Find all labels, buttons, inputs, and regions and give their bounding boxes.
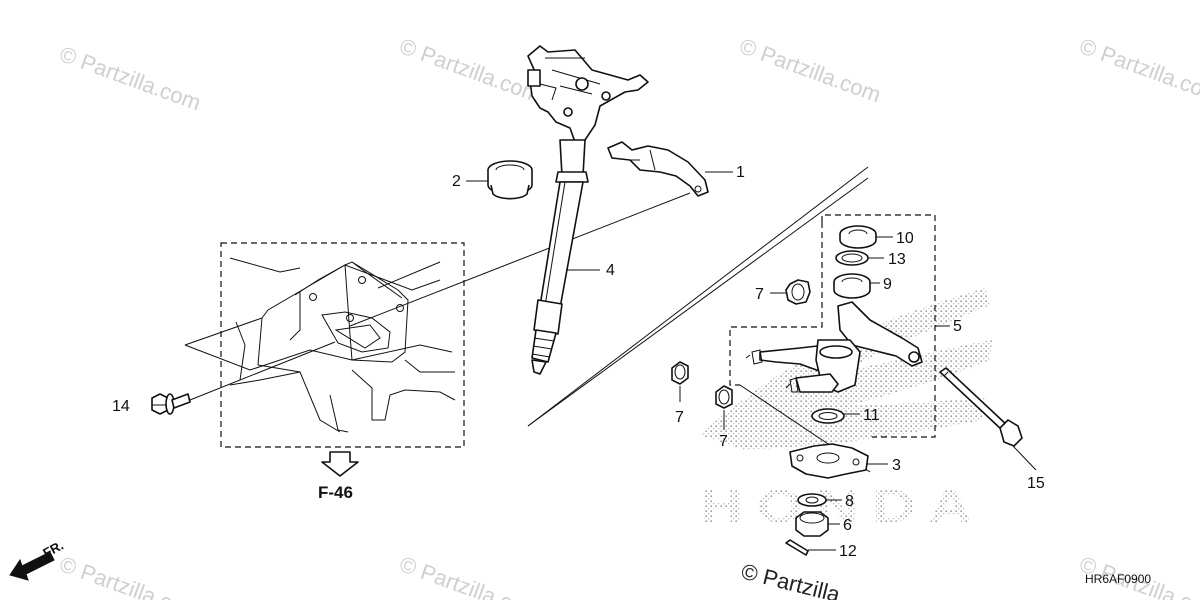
flange-nut-middle[interactable]: [715, 385, 733, 409]
watermark-group: © Partzilla.com © Partzilla.com © Partzi…: [56, 33, 1200, 600]
washer[interactable]: [797, 493, 827, 507]
dust-seal[interactable]: [487, 160, 533, 200]
callout-numbers: 1 2 3 4 5 6 7 7 7 8 9 10 11 12 13 14 15: [112, 164, 1045, 560]
partzilla-brand-mark: © Partzilla: [739, 559, 843, 600]
watermark-text: © Partzilla.com: [396, 551, 544, 600]
frame-reference-group: [184, 242, 465, 448]
callout-9[interactable]: 9: [883, 276, 892, 293]
cotter-pin[interactable]: [785, 539, 809, 556]
callout-8[interactable]: 8: [845, 493, 854, 510]
callout-7[interactable]: 7: [755, 286, 764, 303]
callout-10[interactable]: 10: [896, 230, 914, 247]
long-bolt[interactable]: [939, 367, 1023, 447]
assembly-outline-upper: [821, 214, 936, 438]
flange-nut-upper[interactable]: [785, 279, 811, 305]
watermark-text: © Partzilla.com: [1076, 33, 1200, 107]
flange-bolt[interactable]: [151, 393, 191, 415]
callout-7[interactable]: 7: [719, 433, 728, 450]
callout-13[interactable]: 13: [888, 251, 906, 268]
callout-6[interactable]: 6: [843, 517, 852, 534]
shaft-holder-bracket[interactable]: [607, 141, 709, 197]
callout-leaders: [152, 171, 1037, 551]
seal-ring[interactable]: [835, 250, 869, 266]
steering-arm[interactable]: [745, 301, 923, 393]
lower-seal[interactable]: [811, 408, 845, 424]
callout-7[interactable]: 7: [675, 409, 684, 426]
callout-5[interactable]: 5: [953, 318, 962, 335]
steering-shaft[interactable]: [527, 45, 649, 375]
castle-nut[interactable]: [795, 511, 829, 537]
callout-12[interactable]: 12: [839, 543, 857, 560]
watermark-text: © Partzilla.com: [56, 551, 204, 600]
leader-lines: [179, 166, 871, 473]
watermark-text: © Partzilla.com: [736, 33, 884, 107]
flange-nut-left[interactable]: [671, 361, 689, 385]
bearing-top[interactable]: [839, 225, 877, 249]
callout-1[interactable]: 1: [736, 164, 745, 181]
callout-14[interactable]: 14: [112, 398, 130, 415]
reference-arrow-icon: [321, 451, 359, 477]
frame-reference-box: [220, 242, 465, 448]
watermark-text: © Partzilla.com: [396, 33, 544, 107]
callout-2[interactable]: 2: [452, 173, 461, 190]
assembly-outline-lower: [729, 222, 823, 386]
frame-reference-label[interactable]: F-46: [318, 483, 353, 502]
bearing-lower[interactable]: [833, 273, 871, 299]
callout-3[interactable]: 3: [892, 457, 901, 474]
callout-15[interactable]: 15: [1027, 475, 1045, 492]
callout-4[interactable]: 4: [606, 262, 615, 279]
lower-bracket[interactable]: [789, 443, 869, 479]
watermark-text: © Partzilla.com: [56, 41, 204, 115]
honda-logo-text: HONDA: [700, 480, 985, 532]
diagram-code: HR6AF0900: [1085, 572, 1151, 586]
callout-11[interactable]: 11: [863, 407, 880, 424]
